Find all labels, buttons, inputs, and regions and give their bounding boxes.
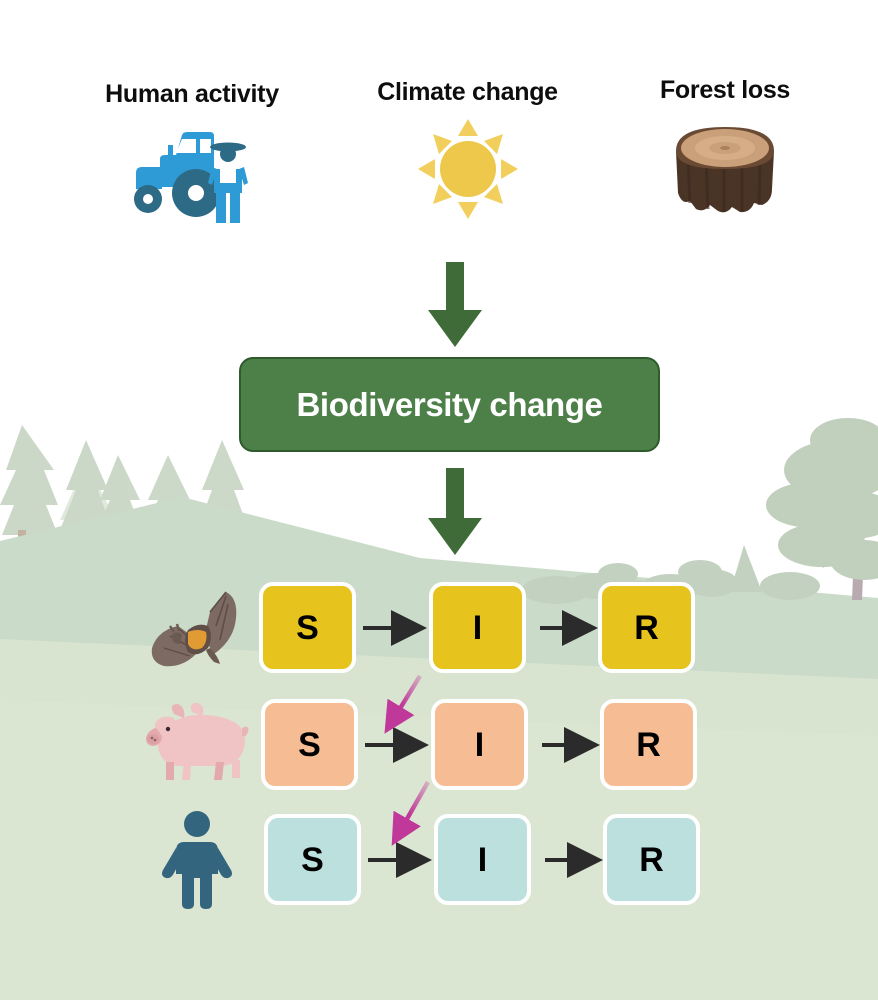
human-compartment-susceptible[interactable]: S <box>264 814 361 905</box>
driver-label-human-activity: Human activity <box>105 80 279 108</box>
pig-compartment-infected[interactable]: I <box>431 699 528 790</box>
spillover-arrow-bat-to-pig <box>384 674 422 734</box>
driver-forest-loss: Forest loss <box>605 78 845 217</box>
pig-r-label: R <box>636 725 661 764</box>
driver-label-forest-loss: Forest loss <box>659 76 791 104</box>
pig-icon <box>144 698 252 787</box>
sun-icon <box>345 119 590 219</box>
pig-s-label: S <box>298 725 321 764</box>
pig-compartment-susceptible[interactable]: S <box>261 699 358 790</box>
human-i-label: I <box>477 840 488 879</box>
bat-s-label: S <box>296 608 319 647</box>
human-compartment-infected[interactable]: I <box>434 814 531 905</box>
bat-i-label: I <box>472 608 483 647</box>
bat-icon <box>148 582 244 679</box>
tractor-farmer-icon <box>60 121 324 226</box>
human-r-label: R <box>639 840 664 879</box>
biodiversity-change-box[interactable]: Biodiversity change <box>239 357 660 452</box>
bat-compartment-susceptible[interactable]: S <box>259 582 356 673</box>
driver-label-climate-change: Climate change <box>377 78 558 106</box>
human-s-label: S <box>301 840 324 879</box>
human-compartment-recovered[interactable]: R <box>603 814 700 905</box>
pig-i-label: I <box>474 725 485 764</box>
tree-stump-icon <box>605 117 845 217</box>
bat-compartment-recovered[interactable]: R <box>598 582 695 673</box>
spillover-arrow-pig-to-human <box>391 780 430 846</box>
bat-compartment-infected[interactable]: I <box>429 582 526 673</box>
driver-climate-change: Climate change <box>345 80 590 219</box>
arrow-biodiversity-to-sir <box>428 468 482 555</box>
driver-human-activity: Human activity <box>60 82 324 226</box>
human-figure-icon <box>160 810 234 915</box>
right-large-tree-icon <box>766 418 878 600</box>
pig-compartment-recovered[interactable]: R <box>600 699 697 790</box>
bat-r-label: R <box>634 608 659 647</box>
biodiversity-change-label: Biodiversity change <box>296 386 603 423</box>
arrow-drivers-to-biodiversity <box>428 262 482 347</box>
